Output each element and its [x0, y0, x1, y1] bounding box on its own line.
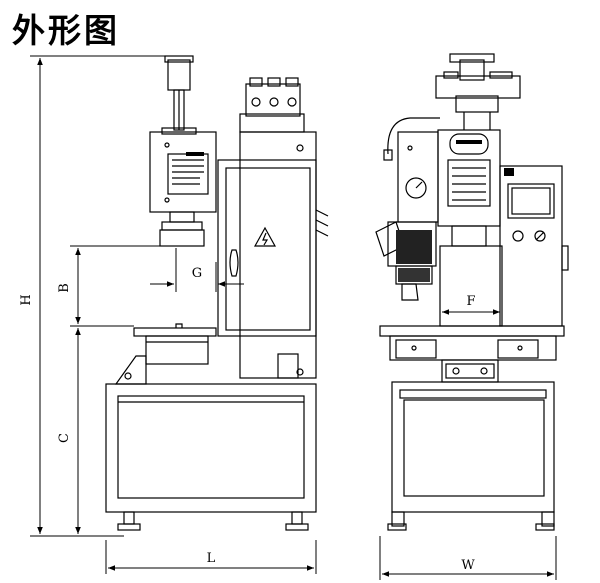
- front-view: [375, 53, 569, 531]
- dim-label-g: G: [192, 266, 202, 281]
- dim-label-b: B: [57, 283, 72, 293]
- dim-label-f: F: [466, 294, 475, 309]
- dim-label-l: L: [207, 551, 216, 566]
- dim-label-h: H: [19, 294, 34, 305]
- side-view: [105, 55, 329, 531]
- drawing-title: 外形图: [12, 11, 120, 50]
- dim-label-c: C: [57, 433, 72, 443]
- dim-label-w: W: [461, 558, 475, 573]
